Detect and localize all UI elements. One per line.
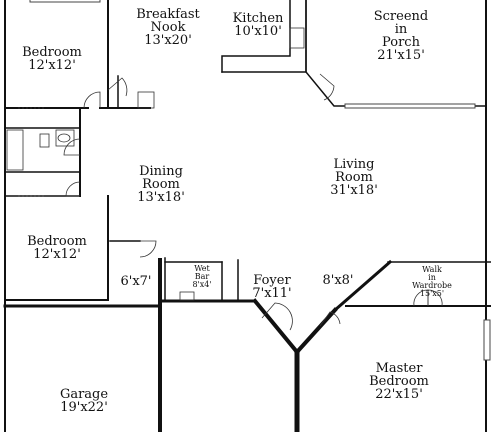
room-label-line: 6'x7' — [120, 274, 151, 289]
room-label-line: Bedroom — [27, 234, 87, 249]
door-swing — [107, 77, 128, 97]
room-label-line: 10'x10' — [234, 24, 282, 39]
windows — [29, 0, 491, 361]
door-swing — [427, 289, 443, 307]
room-label-line: 15'x5' — [420, 289, 444, 298]
doors — [18, 73, 443, 331]
room-label-line: 31'x18' — [330, 183, 378, 198]
room-label-line: 12'x12' — [33, 247, 81, 262]
window — [483, 319, 491, 361]
room-label-line: Dining — [139, 164, 183, 179]
door-swing — [319, 73, 335, 101]
toilet — [39, 133, 50, 148]
room-label-line: Walk — [422, 265, 442, 274]
room-label-line: Screend — [374, 9, 428, 24]
room-label-line: Wardrobe — [412, 281, 452, 290]
room-label-entry: 8'x8' — [322, 273, 353, 288]
room-label-line: Nook — [151, 20, 186, 35]
door-swing — [319, 311, 341, 327]
room-label-line: 8'x4' — [192, 280, 211, 289]
door-swing — [261, 302, 293, 331]
sink — [57, 133, 71, 143]
window — [344, 103, 476, 109]
room-label-line: Living — [334, 157, 375, 172]
room-label-line: Foyer — [253, 273, 291, 288]
room-label-line: 19'x22' — [60, 400, 108, 415]
room-label-line: Garage — [60, 387, 108, 402]
room-label-hall: 6'x7' — [120, 274, 151, 289]
room-label-line: 8'x8' — [322, 273, 353, 288]
room-label-line: Bedroom — [22, 45, 82, 60]
room-label-line: 13'x18' — [137, 190, 185, 205]
room-label-line: Kitchen — [233, 11, 284, 26]
room-label-line: Bedroom — [369, 374, 429, 389]
room-label-line: 12'x12' — [28, 58, 76, 73]
bathtub — [6, 129, 24, 171]
wall — [332, 259, 393, 313]
wall — [294, 307, 338, 355]
room-label-line: 7'x11' — [252, 286, 291, 301]
vanity — [55, 129, 75, 147]
door-swing — [65, 181, 81, 197]
door-swing — [63, 138, 81, 156]
room-label-line: Room — [335, 170, 373, 185]
door-swing — [83, 91, 101, 109]
room-label-line: 22'x15' — [375, 387, 423, 402]
room-label-line: 21'x15' — [377, 48, 425, 63]
wall — [252, 298, 300, 355]
window — [29, 0, 101, 3]
kitchen-sink — [289, 27, 305, 49]
room-label-line: Room — [142, 177, 180, 192]
room-label-line: 13'x20' — [144, 33, 192, 48]
water-heater — [179, 291, 195, 301]
room-label-line: in — [428, 273, 436, 282]
door-swing — [139, 240, 157, 258]
room-label-line: in — [395, 22, 408, 37]
room-label-line: Bar — [195, 272, 210, 281]
fixtures — [6, 27, 305, 301]
room-label-line: Breakfast — [136, 7, 200, 22]
room-label-line: Wet — [194, 264, 210, 273]
room-label-line: Porch — [382, 35, 421, 50]
walls — [3, 0, 491, 432]
room-label-line: Master — [376, 361, 424, 376]
stove — [137, 91, 155, 109]
